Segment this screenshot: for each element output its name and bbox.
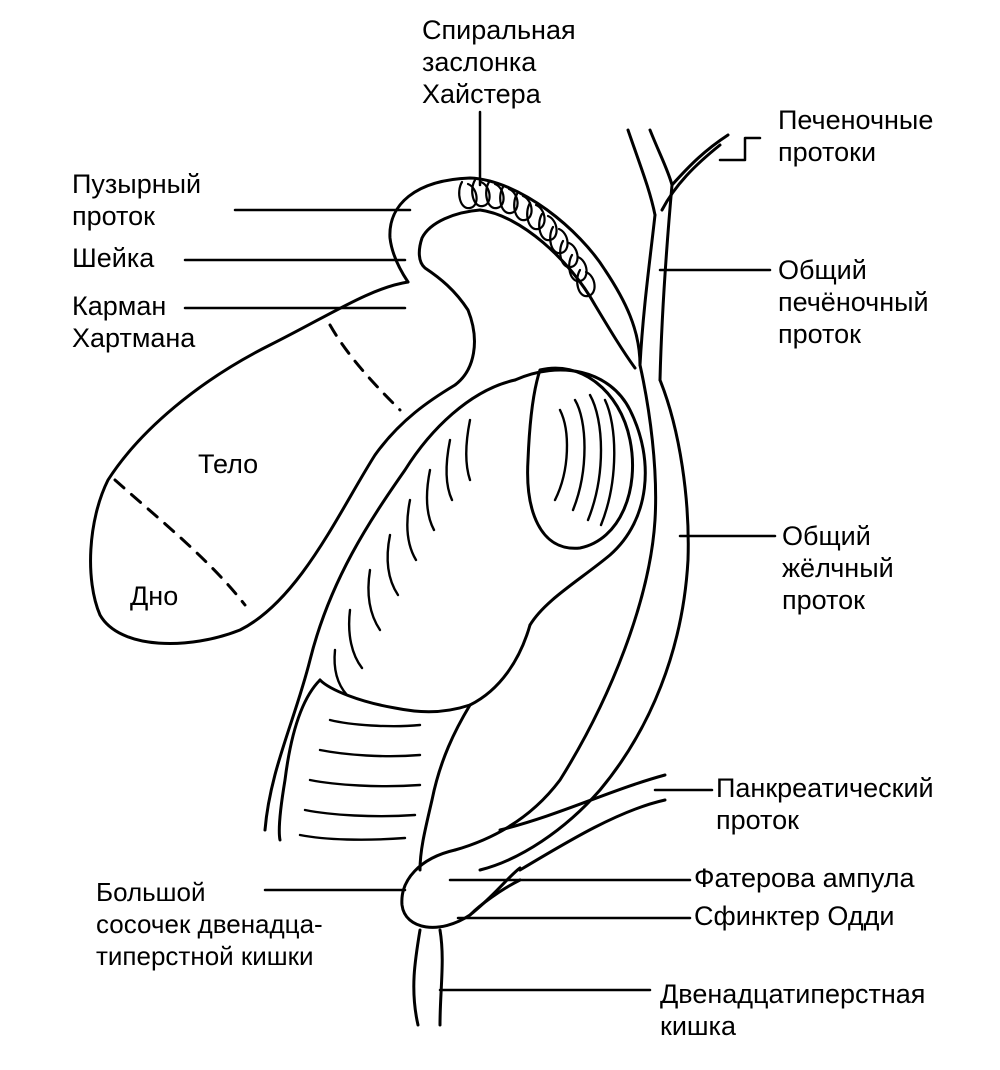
heister-spiral-valve (458, 178, 596, 298)
body-fundus-divider (113, 478, 247, 607)
common-bile-duct-left (453, 363, 658, 852)
cystic-duct-outline (388, 176, 642, 367)
duodenal-folds (298, 393, 616, 841)
cystic-duct-inner-wall (478, 208, 637, 370)
duodenum-lower-wall (318, 623, 532, 714)
duodenum-outer-left (263, 378, 517, 832)
common-bile-duct-right (478, 378, 690, 872)
right-hepatic-duct (626, 128, 657, 217)
label-oddi-sphincter: Сфинктер Одди (694, 901, 895, 931)
gallbladder-outline (89, 208, 482, 645)
hartmann-body-divider (328, 323, 402, 412)
label-body: Тело (198, 449, 259, 479)
duodenum-opening-rim (526, 366, 635, 550)
label-vater-ampulla: Фатерова ампула (694, 863, 915, 893)
label-neck: Шейка (72, 243, 155, 273)
label-fundus: Дно (130, 581, 179, 611)
left-hepatic-duct (660, 143, 722, 212)
vater-ampulla (400, 848, 522, 929)
duodenum-tail (412, 928, 444, 1027)
hepatic-duct-inner (648, 128, 730, 187)
pancreatic-duct-upper (498, 773, 667, 832)
pancreatic-duct-lower (518, 798, 667, 872)
oddi-sphincter-ring (468, 878, 522, 917)
common-hepatic-duct-right (658, 183, 674, 382)
duodenum-descending-left (277, 678, 322, 842)
duodenum-descending-right (418, 703, 472, 872)
common-hepatic-duct-left (638, 213, 657, 367)
leader-lines (183, 110, 777, 992)
